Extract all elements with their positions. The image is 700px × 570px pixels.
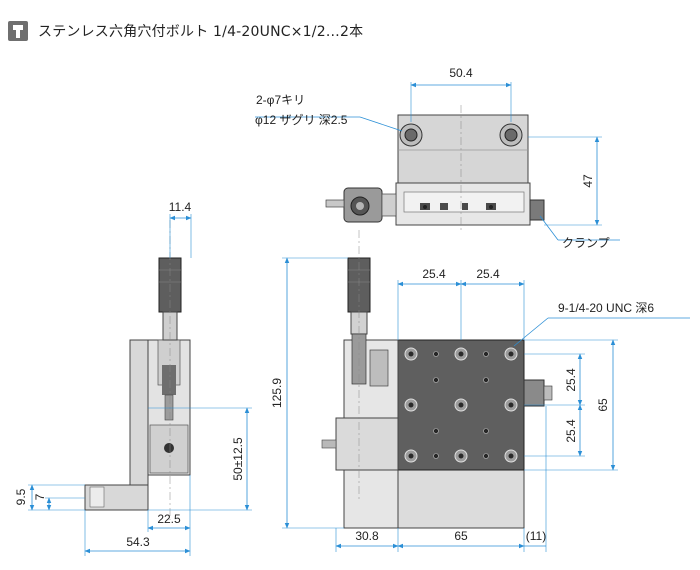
- dim-225: 22.5: [157, 512, 181, 526]
- tapped-hole-center: [458, 402, 464, 408]
- screw-hole: [433, 351, 439, 357]
- tapped-hole-center: [408, 351, 414, 357]
- clamp-label: クランプ: [562, 236, 610, 250]
- top-view: 50.4 47 2-φ7キリ φ12 ザグリ 深2.5 クランプ: [255, 66, 620, 250]
- tapped-hole-center: [508, 351, 514, 357]
- clamp-knob: [529, 199, 545, 221]
- dim-micrometer: 11.4: [169, 200, 192, 214]
- dim-plate: 65: [596, 398, 610, 412]
- screw-hole: [433, 428, 439, 434]
- dim-543: 54.3: [126, 535, 150, 549]
- tapped-hole-center: [508, 402, 514, 408]
- screw-hole: [483, 453, 489, 459]
- tapped-hole-center: [508, 453, 514, 459]
- dim-bottom-left: 30.8: [355, 529, 379, 543]
- dim-bottom-right: (11): [526, 529, 546, 543]
- dim-bottom-mid: 65: [454, 529, 468, 543]
- side-view: 11.4 50±12.5 9.5 7 22.5 54.3: [14, 200, 252, 556]
- front-plate-holes: [404, 347, 518, 463]
- dim-7: 7: [33, 493, 47, 500]
- tapped-hole-center: [458, 453, 464, 459]
- front-view: 25.4 25.4 9-1/4-20 UNC 深6 25.4 25.4 65 1…: [270, 230, 690, 552]
- header-caption: ステンレス六角穴付ボルト 1/4-20UNC×1/2…2本: [38, 24, 364, 40]
- tapped-hole-center: [408, 402, 414, 408]
- hole-note-2: φ12 ザグリ 深2.5: [255, 113, 348, 127]
- screw-hole: [483, 351, 489, 357]
- dim-pitch-x1: 25.4: [422, 267, 446, 281]
- dim-overall-height: 125.9: [270, 378, 284, 408]
- front-base-plate: [397, 469, 525, 529]
- screw-hole: [483, 377, 489, 383]
- dim-top-width: 50.4: [449, 66, 473, 80]
- dim-pitch-y2: 25.4: [564, 419, 578, 443]
- tapped-hole-center: [408, 453, 414, 459]
- screw-hole: [433, 453, 439, 459]
- dim-top-height: 47: [581, 174, 595, 188]
- tapped-hole-center: [458, 351, 464, 357]
- header: ステンレス六角穴付ボルト 1/4-20UNC×1/2…2本: [8, 20, 363, 42]
- screw-hole: [433, 377, 439, 383]
- screw-hole: [483, 428, 489, 434]
- tap-note: 9-1/4-20 UNC 深6: [558, 301, 654, 315]
- dim-pitch-x2: 25.4: [476, 267, 500, 281]
- front-clamp-knob: [523, 379, 545, 407]
- dim-95: 9.5: [14, 488, 28, 505]
- dim-travel: 50±12.5: [231, 437, 245, 481]
- bolt-icon: [8, 21, 28, 41]
- hole-note-1: 2-φ7キリ: [256, 93, 305, 107]
- dim-pitch-y1: 25.4: [564, 368, 578, 392]
